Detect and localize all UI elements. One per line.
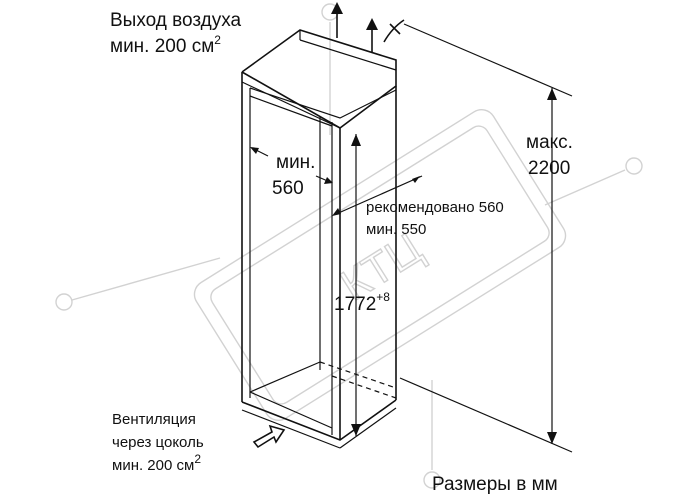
air-arrow-3-curve xyxy=(383,19,405,43)
niche-floor-dash-2 xyxy=(331,375,397,399)
niche-front-left xyxy=(241,71,341,129)
air-outlet-label-line2: мин. 200 см2 xyxy=(110,33,221,57)
height-dimension xyxy=(351,134,361,436)
recommended-depth-dimension xyxy=(332,175,423,216)
niche-bottom-shelf xyxy=(241,399,397,441)
niche-bottom-inner xyxy=(249,391,333,429)
recommended-label-line2: мин. 550 xyxy=(366,221,426,238)
max-arrow-top xyxy=(547,88,557,100)
niche-bottom-base xyxy=(241,409,341,449)
air-outlet-arrows xyxy=(331,2,405,52)
recommended-label-line1: рекомендовано 560 xyxy=(366,199,504,216)
height-arrow-bottom xyxy=(351,424,361,436)
air-outlet-area: мин. 200 см xyxy=(110,36,214,57)
min-depth-label-line2: 560 xyxy=(272,178,304,199)
ventilation-sup: 2 xyxy=(194,452,201,466)
niche-top-panel xyxy=(241,29,397,129)
air-outlet-label-line1: Выход воздуха xyxy=(110,10,242,31)
air-outlet-sup: 2 xyxy=(214,33,221,47)
ventilation-arrow xyxy=(252,424,286,449)
ventilation-label-line1: Вентиляция xyxy=(112,411,196,428)
watermark-frame xyxy=(193,109,567,421)
max-arrow-bottom xyxy=(547,432,557,444)
recommended-leader xyxy=(333,175,423,216)
niche-top-edge-back xyxy=(299,39,397,71)
ventilation-label-line2: через цоколь xyxy=(112,434,204,451)
min-depth-arrowhead-right xyxy=(324,177,333,184)
max-ext-bottom xyxy=(399,377,573,453)
units-note: Размеры в мм xyxy=(432,474,558,495)
max-label-line1: макс. xyxy=(526,132,573,153)
air-arrow-2-head xyxy=(366,18,378,30)
height-label: 1772+8 xyxy=(334,290,390,315)
watermark-circle-bottom xyxy=(423,471,441,489)
ventilation-label-line3: мин. 200 см2 xyxy=(112,452,201,474)
height-tolerance: +8 xyxy=(376,290,390,304)
min-depth-label-line1: мин. xyxy=(276,152,315,173)
air-arrow-3-tick xyxy=(389,23,401,35)
watermark-line-left xyxy=(71,257,221,301)
height-value: 1772 xyxy=(334,294,376,315)
niche-bottom-base-right xyxy=(339,407,397,449)
recommended-arrowhead-left xyxy=(332,208,341,216)
niche-upper-shelf-under xyxy=(249,95,333,127)
ventilation-area: мин. 200 см xyxy=(112,457,194,474)
niche-floor-dash-1 xyxy=(319,361,397,389)
min-depth-dimension xyxy=(250,147,333,184)
niche-cabinet xyxy=(241,29,397,449)
ventilation-arrow-shape xyxy=(252,424,286,449)
height-arrow-top xyxy=(351,134,361,146)
watermark-circle-right xyxy=(625,157,643,175)
max-label-line2: 2200 xyxy=(528,158,570,179)
max-height-dimension xyxy=(399,23,573,453)
min-depth-arrowhead-left xyxy=(250,147,259,154)
niche-bottom-back-top xyxy=(249,361,321,393)
niche-top-inner-edge xyxy=(241,81,341,129)
recommended-arrowhead-right xyxy=(412,176,420,183)
watermark-line-right xyxy=(544,169,626,206)
max-ext-top xyxy=(403,23,573,97)
niche-upper-shelf xyxy=(249,87,397,119)
air-arrow-1-head xyxy=(331,2,343,14)
watermark-circle-left xyxy=(55,293,73,311)
